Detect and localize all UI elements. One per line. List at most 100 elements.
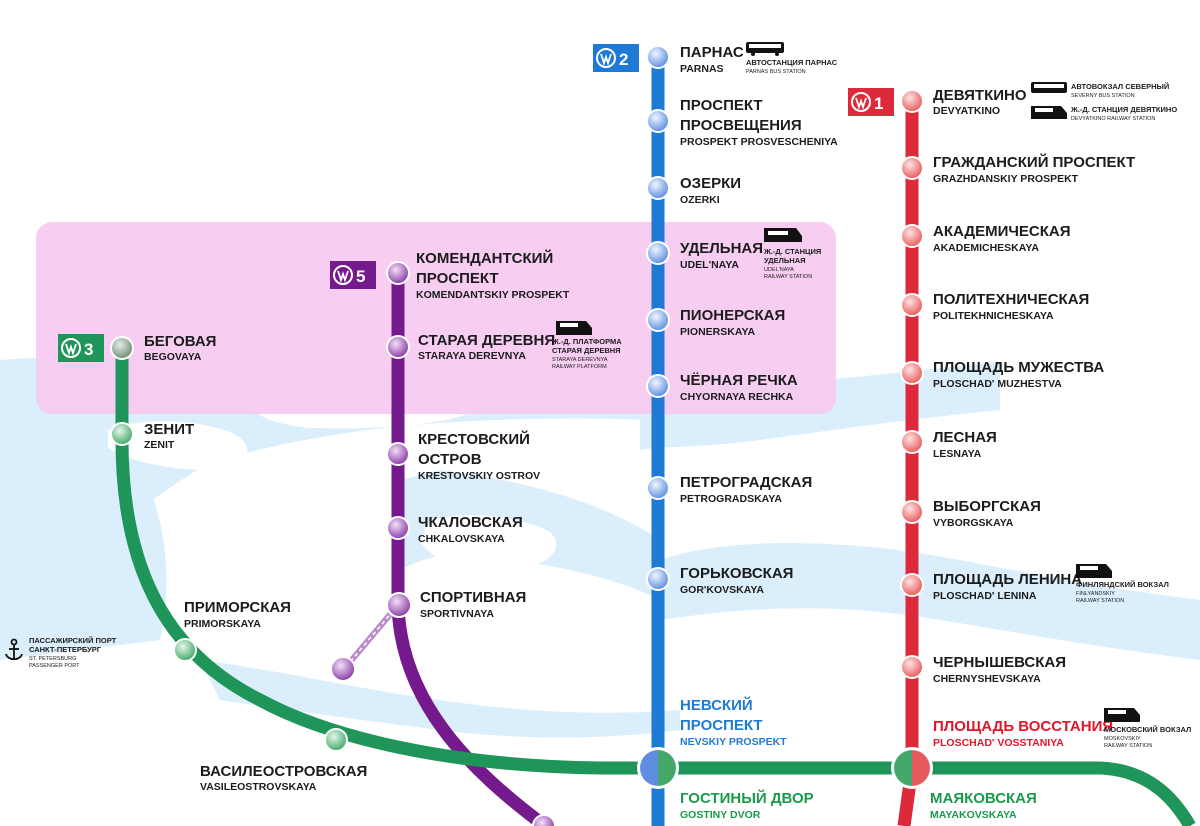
svg-text:ПЛОЩАДЬ ВОССТАНИЯ: ПЛОЩАДЬ ВОССТАНИЯ bbox=[933, 718, 1113, 735]
station-zenit[interactable]: ЗЕНИТ ZENIT bbox=[110, 421, 194, 451]
station-udelnaya[interactable]: УДЕЛЬНАЯ UDEL'NAYA bbox=[646, 240, 763, 271]
station-chkalovskaya[interactable]: ЧКАЛОВСКАЯ CHKALOVSKAYA bbox=[386, 514, 523, 545]
svg-text:НЕВСКИЙ: НЕВСКИЙ bbox=[680, 696, 753, 714]
svg-text:PIONERSKAYA: PIONERSKAYA bbox=[680, 326, 756, 338]
station-chyornaya-rechka[interactable]: ЧЁРНАЯ РЕЧКА CHYORNAYA RECHKA bbox=[646, 372, 798, 403]
line-3-badge: 3 bbox=[58, 334, 104, 362]
port-label-ru1: ПАССАЖИРСКИЙ ПОРТ bbox=[29, 636, 117, 645]
svg-text:ГОРЬКОВСКАЯ: ГОРЬКОВСКАЯ bbox=[680, 565, 793, 582]
devyatkino-bus-ru: АВТОВОКЗАЛ СЕВЕРНЫЙ bbox=[1071, 82, 1169, 91]
station-ozerki[interactable]: ОЗЕРКИ OZERKI bbox=[646, 175, 741, 206]
station-vasileostrovskaya[interactable]: ВАСИЛЕОСТРОВСКАЯ VASILEOSTROVSKAYA bbox=[200, 728, 367, 793]
svg-text:ПРОСПЕКТ: ПРОСПЕКТ bbox=[680, 717, 763, 734]
station-grazhdansky-prospekt[interactable]: ГРАЖДАНСКИЙ ПРОСПЕКТ GRAZHDANSKIY PROSPE… bbox=[900, 153, 1135, 185]
svg-text:PROSPEKT PROSVESCHENIYA: PROSPEKT PROSVESCHENIYA bbox=[680, 136, 838, 148]
svg-text:GOSTINY DVOR: GOSTINY DVOR bbox=[680, 809, 761, 821]
svg-text:ПРОСПЕКТ: ПРОСПЕКТ bbox=[416, 270, 499, 287]
station-krestovsky-ostrov[interactable]: КРЕСТОВСКИЙ ОСТРОВ KRESTOVSKIY OSTROV bbox=[386, 430, 540, 482]
station-komendantsky-prospekt[interactable]: КОМЕНДАНТСКИЙ ПРОСПЕКТ KOMENDANTSKIY PRO… bbox=[386, 249, 570, 301]
river-east bbox=[660, 543, 1200, 660]
lenina-rail-en1: FINLYANDSKIY bbox=[1076, 591, 1115, 597]
station-devyatkino[interactable]: ДЕВЯТКИНО DEVYATKINO bbox=[900, 87, 1027, 117]
station-sportivnaya[interactable]: СПОРТИВНАЯ SPORTIVNAYA bbox=[386, 589, 526, 620]
svg-text:ВАСИЛЕОСТРОВСКАЯ: ВАСИЛЕОСТРОВСКАЯ bbox=[200, 763, 367, 780]
transfer-nevsky-gostiny[interactable] bbox=[637, 747, 679, 789]
station-nevsky-prospekt[interactable]: НЕВСКИЙ ПРОСПЕКТ NEVSKIY PROSPEKT bbox=[680, 696, 787, 748]
station-lesnaya[interactable]: ЛЕСНАЯ LESNAYA bbox=[900, 429, 997, 460]
station-sportivnaya-2[interactable] bbox=[330, 656, 356, 682]
parnas-bus-ru: АВТОСТАНЦИЯ ПАРНАС bbox=[746, 58, 838, 67]
svg-text:STARAYA DEREVNYA: STARAYA DEREVNYA bbox=[418, 350, 526, 362]
svg-text:ПАРНАС: ПАРНАС bbox=[680, 44, 744, 61]
svg-text:ГОСТИНЫЙ ДВОР: ГОСТИНЫЙ ДВОР bbox=[680, 789, 814, 807]
svg-text:ВЫБОРГСКАЯ: ВЫБОРГСКАЯ bbox=[933, 498, 1041, 515]
station-gostiny-dvor[interactable]: ГОСТИНЫЙ ДВОР GOSTINY DVOR bbox=[680, 789, 814, 821]
vosstaniya-rail-en2: RAILWAY STATION bbox=[1104, 743, 1152, 749]
station-mayakovskaya[interactable]: МАЯКОВСКАЯ MAYAKOVSKAYA bbox=[930, 790, 1037, 821]
svg-text:GRAZHDANSKIY PROSPEKT: GRAZHDANSKIY PROSPEKT bbox=[933, 173, 1079, 185]
station-begovaya[interactable]: БЕГОВАЯ BEGOVAYA bbox=[110, 333, 216, 363]
staraya-rail-en1: STARAYA DEREVNYA bbox=[552, 357, 608, 363]
parnas-bus-en: PARNAS BUS STATION bbox=[746, 69, 806, 75]
station-line5-south[interactable] bbox=[532, 814, 556, 826]
station-gorkovskaya[interactable]: ГОРЬКОВСКАЯ GOR'KOVSKAYA bbox=[646, 565, 793, 596]
lenina-rail-ru: ФИНЛЯНДСКИЙ ВОКЗАЛ bbox=[1076, 580, 1169, 589]
svg-text:VASILEOSTROVSKAYA: VASILEOSTROVSKAYA bbox=[200, 781, 317, 793]
svg-text:АКАДЕМИЧЕСКАЯ: АКАДЕМИЧЕСКАЯ bbox=[933, 223, 1071, 240]
svg-text:КОМЕНДАНТСКИЙ: КОМЕНДАНТСКИЙ bbox=[416, 249, 553, 267]
svg-text:CHERNYSHEVSKAYA: CHERNYSHEVSKAYA bbox=[933, 673, 1041, 685]
svg-text:PLOSCHAD' LENINA: PLOSCHAD' LENINA bbox=[933, 590, 1037, 602]
station-chernyshevskaya[interactable]: ЧЕРНЫШЕВСКАЯ CHERNYSHEVSKAYA bbox=[900, 654, 1066, 685]
svg-text:ЧЕРНЫШЕВСКАЯ: ЧЕРНЫШЕВСКАЯ bbox=[933, 654, 1066, 671]
station-ploshchad-vosstaniya[interactable]: ПЛОЩАДЬ ВОССТАНИЯ PLOSCHAD' VOSSTANIYA bbox=[933, 718, 1113, 749]
svg-text:VYBORGSKAYA: VYBORGSKAYA bbox=[933, 517, 1014, 529]
svg-text:ЧЁРНАЯ РЕЧКА: ЧЁРНАЯ РЕЧКА bbox=[680, 372, 798, 389]
svg-text:KOMENDANTSKIY PROSPEKT: KOMENDANTSKIY PROSPEKT bbox=[416, 289, 570, 301]
station-primorskaya[interactable]: ПРИМОРСКАЯ PRIMORSKAYA bbox=[173, 599, 291, 662]
station-ploshchad-lenina[interactable]: ПЛОЩАДЬ ЛЕНИНА PLOSCHAD' LENINA bbox=[900, 571, 1082, 602]
svg-text:ДЕВЯТКИНО: ДЕВЯТКИНО bbox=[933, 87, 1027, 104]
svg-text:GOR'KOVSKAYA: GOR'KOVSKAYA bbox=[680, 584, 764, 596]
station-prospekt-prosveshcheniya[interactable]: ПРОСПЕКТ ПРОСВЕЩЕНИЯ PROSPEKT PROSVESCHE… bbox=[646, 97, 838, 148]
station-politekhnicheskaya[interactable]: ПОЛИТЕХНИЧЕСКАЯ POLITEKHNICHESKAYA bbox=[900, 291, 1089, 322]
highlight-region bbox=[36, 222, 836, 414]
river-south bbox=[200, 660, 680, 738]
svg-text:PLOSCHAD' VOSSTANIYA: PLOSCHAD' VOSSTANIYA bbox=[933, 737, 1064, 749]
svg-text:ОСТРОВ: ОСТРОВ bbox=[418, 451, 482, 468]
svg-text:AKADEMICHESKAYA: AKADEMICHESKAYA bbox=[933, 242, 1039, 254]
svg-text:2: 2 bbox=[619, 50, 628, 69]
svg-text:LESNAYA: LESNAYA bbox=[933, 448, 982, 460]
station-ploshchad-muzhestva[interactable]: ПЛОЩАДЬ МУЖЕСТВА PLOSCHAD' MUZHESTVA bbox=[900, 359, 1104, 390]
transfer-vosstaniya-mayakovskaya[interactable] bbox=[891, 747, 933, 789]
svg-text:ЗЕНИТ: ЗЕНИТ bbox=[144, 421, 194, 438]
svg-text:КРЕСТОВСКИЙ: КРЕСТОВСКИЙ bbox=[418, 430, 530, 448]
svg-text:PRIMORSKAYA: PRIMORSKAYA bbox=[184, 618, 261, 630]
svg-text:NEVSKIY PROSPEKT: NEVSKIY PROSPEKT bbox=[680, 736, 787, 748]
station-parnas[interactable]: ПАРНАС PARNAS bbox=[646, 44, 744, 75]
udelnaya-rail-en1: UDEL'NAYA bbox=[764, 267, 794, 273]
station-staraya-derevnya[interactable]: СТАРАЯ ДЕРЕВНЯ STARAYA DEREVNYA bbox=[386, 332, 555, 362]
svg-text:POLITEKHNICHESKAYA: POLITEKHNICHESKAYA bbox=[933, 310, 1054, 322]
svg-text:БЕГОВАЯ: БЕГОВАЯ bbox=[144, 333, 216, 350]
svg-text:3: 3 bbox=[84, 340, 93, 359]
svg-text:ПЛОЩАДЬ ЛЕНИНА: ПЛОЩАДЬ ЛЕНИНА bbox=[933, 571, 1082, 588]
station-petrogradskaya[interactable]: ПЕТРОГРАДСКАЯ PETROGRADSKAYA bbox=[646, 474, 812, 505]
udelnaya-rail-ru1: Ж.-Д. СТАНЦИЯ bbox=[763, 247, 821, 256]
svg-text:ПИОНЕРСКАЯ: ПИОНЕРСКАЯ bbox=[680, 307, 785, 324]
svg-text:МАЯКОВСКАЯ: МАЯКОВСКАЯ bbox=[930, 790, 1037, 807]
anchor-icon bbox=[5, 638, 23, 661]
station-pionerskaya[interactable]: ПИОНЕРСКАЯ PIONERSKAYA bbox=[646, 307, 785, 338]
station-vyborgskaya[interactable]: ВЫБОРГСКАЯ VYBORGSKAYA bbox=[900, 498, 1041, 529]
port-label-en2: PASSENGER PORT bbox=[29, 663, 80, 669]
train-icon bbox=[556, 321, 592, 335]
devyatkino-rail-ru: Ж.-Д. СТАНЦИЯ ДЕВЯТКИНО bbox=[1070, 105, 1177, 114]
svg-text:СПОРТИВНАЯ: СПОРТИВНАЯ bbox=[420, 589, 526, 606]
svg-text:ПЕТРОГРАДСКАЯ: ПЕТРОГРАДСКАЯ bbox=[680, 474, 812, 491]
svg-text:ПЛОЩАДЬ МУЖЕСТВА: ПЛОЩАДЬ МУЖЕСТВА bbox=[933, 359, 1104, 376]
station-akademicheskaya[interactable]: АКАДЕМИЧЕСКАЯ AKADEMICHESKAYA bbox=[900, 223, 1071, 254]
svg-text:PARNAS: PARNAS bbox=[680, 63, 724, 75]
line-1-track bbox=[897, 100, 919, 826]
svg-text:OZERKI: OZERKI bbox=[680, 194, 720, 206]
staraya-rail-ru2: СТАРАЯ ДЕРЕВНЯ bbox=[552, 346, 621, 355]
